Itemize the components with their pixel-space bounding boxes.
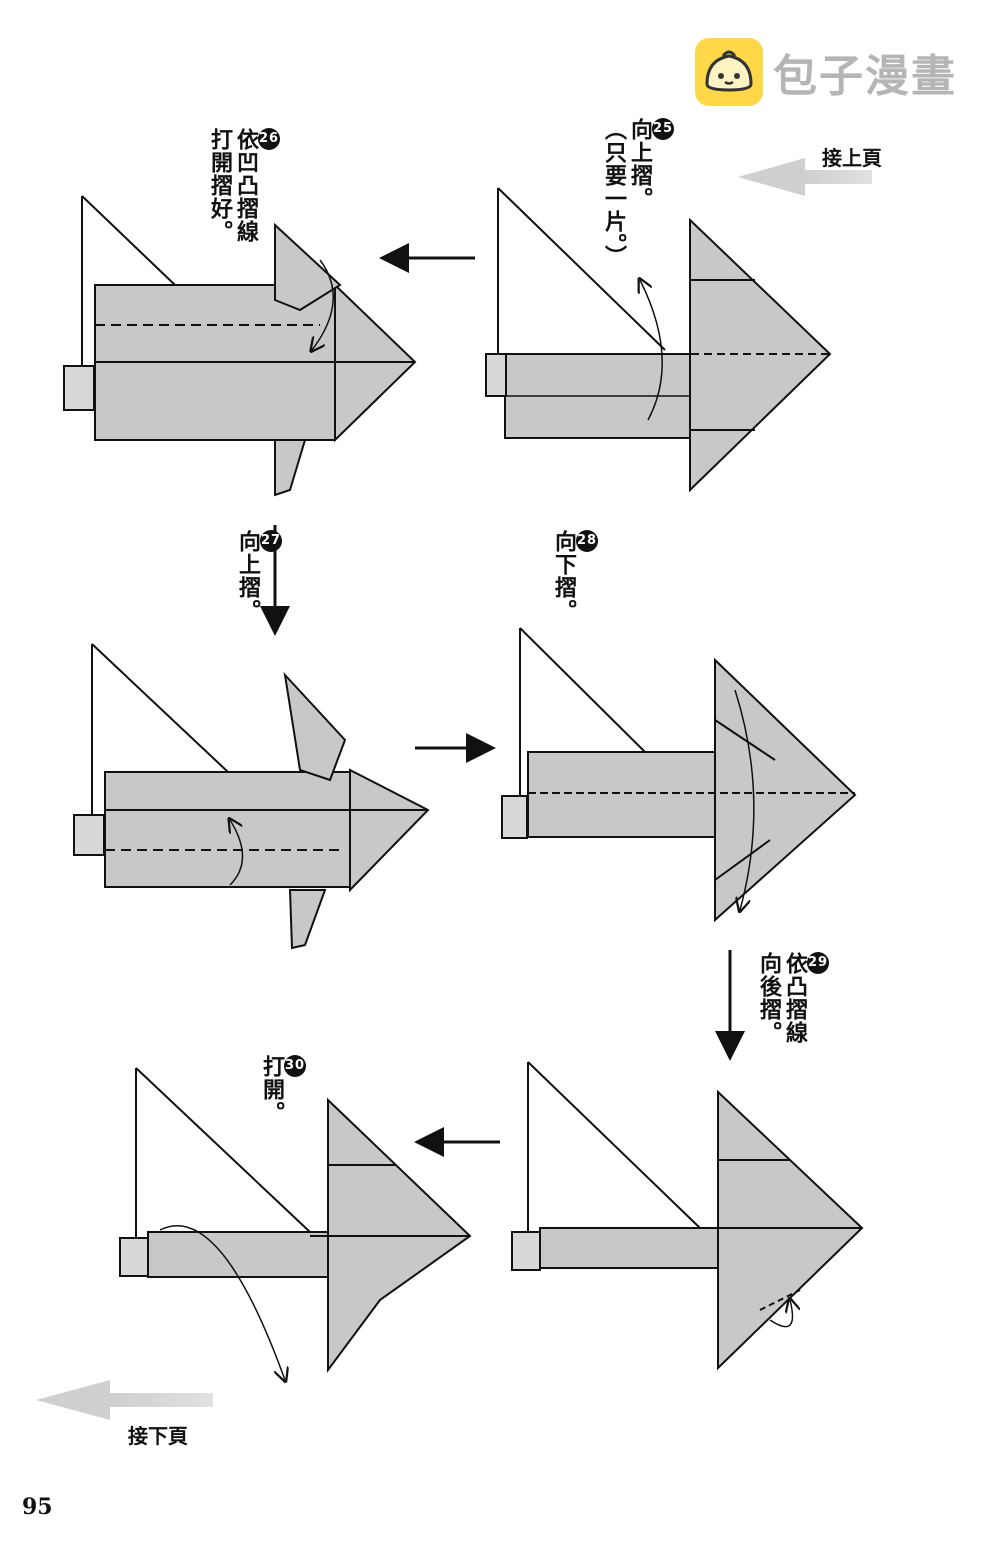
watermark-text: 包子漫畫 (773, 51, 957, 102)
step-26-line-1: 依凹凸摺線 (233, 128, 258, 243)
step-25-number: 25 (652, 118, 674, 140)
figure-step-26 (63, 195, 417, 497)
step-30-line-1: 打開。 (259, 1055, 284, 1124)
step-26-line-2: 打開摺好。 (207, 128, 232, 243)
step-29-line-1: 依凸摺線 (782, 952, 807, 1044)
figure-step-25 (485, 187, 832, 493)
prev-page-label: 接上頁 (822, 146, 882, 170)
next-page-label: 接下頁 (128, 1424, 188, 1448)
watermark: 包子漫畫 (693, 36, 957, 108)
bun-logo-icon (695, 38, 763, 106)
page-number: 95 (22, 1494, 53, 1520)
step-28-line-1: 向下摺。 (551, 530, 576, 622)
figure-step-29 (511, 1061, 864, 1371)
step-29-number: 29 (807, 952, 829, 974)
step-26-number: 26 (258, 128, 280, 150)
figure-step-30 (119, 1067, 472, 1380)
next-page-arrow-icon (36, 1380, 213, 1420)
step-27-line-1: 向上摺。 (235, 530, 260, 622)
step-28-number: 28 (576, 530, 598, 552)
step-25-line-1: 向上摺。 (627, 118, 652, 210)
step-25-line-2: （只要一片。） (601, 118, 626, 268)
figure-step-27 (73, 643, 430, 950)
step-30-number: 30 (284, 1055, 306, 1077)
prev-page-arrow-icon (738, 158, 872, 196)
figure-step-28 (501, 627, 857, 923)
step-29-line-2: 向後摺。 (756, 952, 781, 1044)
step-27-number: 27 (260, 530, 282, 552)
